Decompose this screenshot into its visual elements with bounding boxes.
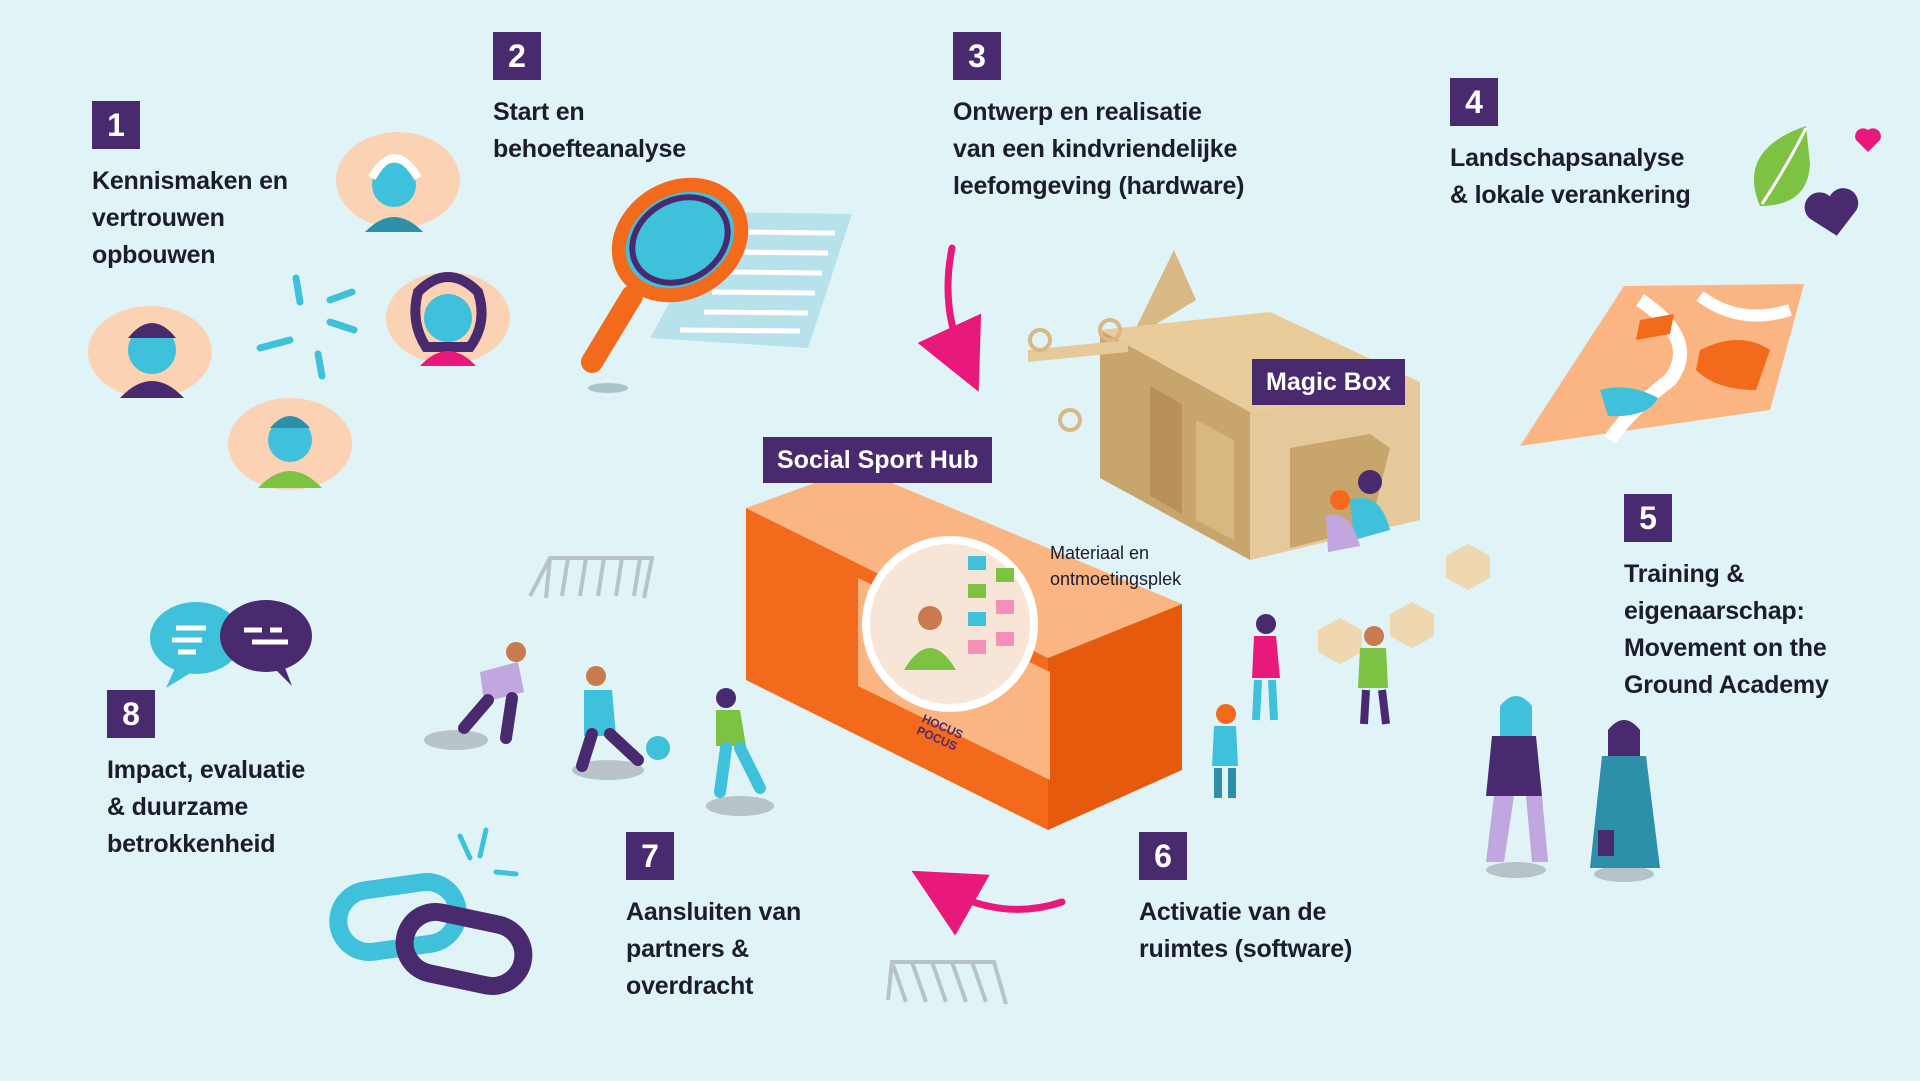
step-6: 6 Activatie van de ruimtes (software) [1139,832,1352,968]
social-sport-hub-label: Social Sport Hub [763,437,993,483]
step-number: 6 [1139,832,1187,880]
curved-arrow-icon [917,244,982,392]
step-2: 2 Start en behoefteanalyse [493,32,686,168]
step-number: 3 [953,32,1001,80]
crates-icon [1318,544,1490,664]
step-1: 1 Kennismaken en vertrouwen opbouwen [92,101,288,274]
step-number: 2 [493,32,541,80]
step-8: 8 Impact, evaluatie & duurzame betrokken… [107,690,305,863]
women-standing [1486,696,1660,882]
step-title: Start en behoefteanalyse [493,98,686,163]
step-title: Aansluiten van partners & overdracht [626,898,802,1000]
step-number: 7 [626,832,674,880]
step-5: 5 Training & eigenaarschap: Movement on … [1624,494,1829,704]
step-number: 4 [1450,78,1498,126]
step-number: 8 [107,690,155,738]
step-title: Kennismaken en vertrouwen opbouwen [92,167,288,269]
step-4: 4 Landschapsanalyse & lokale verankering [1450,78,1691,214]
social-sport-hub-container [746,468,1182,830]
magnifier-document-icon [581,177,852,393]
magic-box-label: Magic Box [1252,359,1406,405]
step-number: 1 [92,101,140,149]
map-icon [1520,284,1804,446]
step-title: Impact, evaluatie & duurzame betrokkenhe… [107,756,306,858]
children-playing [424,470,1390,816]
material-note: Materiaal en ontmoetingsplek [1050,543,1182,589]
step-title: Ontwerp en realisatie van een kindvriend… [953,98,1245,200]
step-title: Training & eigenaarschap: Movement on th… [1624,560,1829,699]
step-title: Activatie van de ruimtes (software) [1139,898,1353,963]
leaf-hearts-icon [1753,126,1881,236]
step-7: 7 Aansluiten van partners & overdracht [626,832,801,1005]
chain-link-icon [329,827,533,996]
step-3: 3 Ontwerp en realisatie van een kindvrie… [953,32,1245,205]
people-avatars-icon [88,132,510,490]
return-arrow-icon [911,870,1066,936]
goal-icon [528,556,1008,1005]
step-title: Landschapsanalyse & lokale verankering [1450,144,1691,209]
chat-bubbles-icon [150,600,312,688]
step-number: 5 [1624,494,1672,542]
